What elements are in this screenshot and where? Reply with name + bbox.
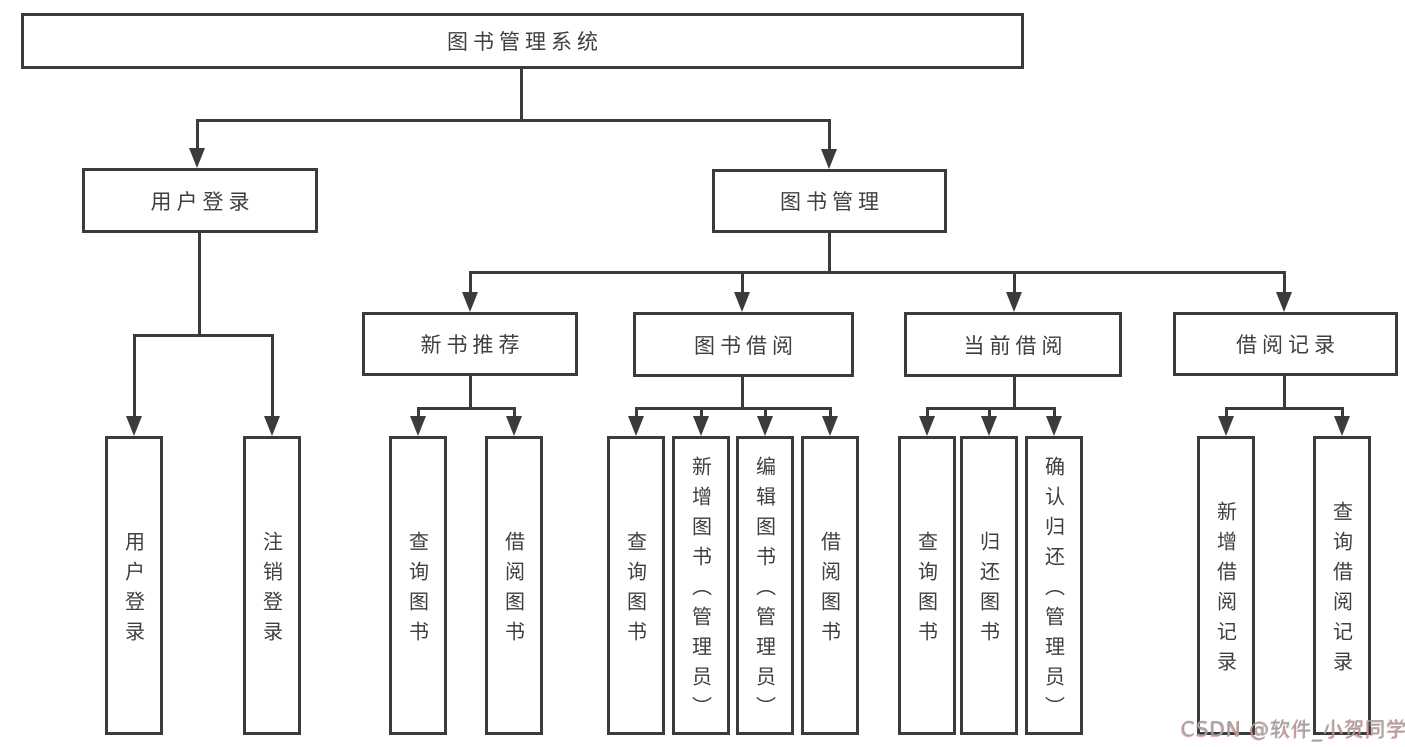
node-borrow-books: 借阅图书 <box>801 436 859 735</box>
node-user-login: 用户登录 <box>105 436 163 735</box>
connector-line <box>1013 271 1016 294</box>
arrow-down-icon <box>1046 416 1062 436</box>
node-book-management: 图书管理 <box>712 169 947 233</box>
arrow-down-icon <box>1334 416 1350 436</box>
node-query-books-borrowing: 查询图书 <box>607 436 665 735</box>
node-confirm-return-admin: 确认归还（管理员） <box>1025 436 1083 735</box>
arrow-down-icon <box>919 416 935 436</box>
connector-line <box>635 407 831 410</box>
node-label: 新增借阅记录 <box>1213 500 1238 681</box>
node-label: 图书管理 <box>780 190 884 214</box>
node-label: 查询借阅记录 <box>1329 500 1354 681</box>
node-add-books-admin: 新增图书（管理员） <box>672 436 730 735</box>
arrow-down-icon <box>734 292 750 312</box>
connector-line <box>1283 376 1286 408</box>
connector-line <box>1283 271 1286 294</box>
node-label: 归还图书 <box>976 530 1001 651</box>
connector-line <box>829 407 832 418</box>
node-label: 确认归还（管理员） <box>1041 455 1066 726</box>
connector-line <box>469 271 472 294</box>
node-current-borrowing: 当前借阅 <box>904 312 1122 377</box>
arrow-down-icon <box>1218 416 1234 436</box>
node-label: 新增图书（管理员） <box>688 455 713 726</box>
connector-line <box>1013 376 1016 408</box>
connector-line <box>926 407 929 418</box>
connector-line <box>988 407 991 418</box>
arrow-down-icon <box>506 416 522 436</box>
connector-line <box>764 407 767 418</box>
arrow-down-icon <box>410 416 426 436</box>
connector-line <box>635 407 638 418</box>
connector-line <box>133 334 273 337</box>
connector-line <box>520 69 523 120</box>
node-return-books: 归还图书 <box>960 436 1018 735</box>
node-add-borrow-record: 新增借阅记录 <box>1197 436 1255 735</box>
node-new-book-recommend: 新书推荐 <box>362 312 578 376</box>
connector-line <box>513 407 516 418</box>
connector-line <box>417 407 515 410</box>
arrow-down-icon <box>1276 292 1292 312</box>
connector-line <box>828 119 831 150</box>
node-label: 图书管理系统 <box>447 30 603 54</box>
connector-line <box>741 271 744 294</box>
arrow-down-icon <box>126 416 142 436</box>
arrow-down-icon <box>264 416 280 436</box>
connector-line <box>198 233 201 335</box>
node-label: 查询图书 <box>405 530 430 651</box>
node-label: 编辑图书（管理员） <box>752 455 777 726</box>
connector-line <box>828 233 831 272</box>
connector-line <box>197 119 831 122</box>
arrow-down-icon <box>981 416 997 436</box>
node-label: 借阅记录 <box>1236 333 1340 357</box>
node-label: 用户登录 <box>121 530 146 651</box>
connector-line <box>271 334 274 418</box>
arrow-down-icon <box>822 416 838 436</box>
connector-line <box>700 407 703 418</box>
arrow-down-icon <box>189 148 205 168</box>
connector-line <box>470 271 1284 274</box>
connector-line <box>741 376 744 408</box>
node-label: 用户登录 <box>150 189 255 214</box>
node-query-books-recommend: 查询图书 <box>389 436 447 735</box>
node-borrow-records: 借阅记录 <box>1173 312 1398 376</box>
connector-line <box>1225 407 1228 418</box>
connector-line <box>469 376 472 408</box>
node-library-management-system: 图书管理系统 <box>21 13 1024 69</box>
node-label: 注销登录 <box>259 530 284 651</box>
node-label: 查询图书 <box>623 530 648 651</box>
arrow-down-icon <box>462 292 478 312</box>
node-label: 当前借阅 <box>963 333 1068 358</box>
node-label: 借阅图书 <box>501 530 526 651</box>
node-label: 查询图书 <box>914 530 939 651</box>
node-edit-books-admin: 编辑图书（管理员） <box>736 436 794 735</box>
arrow-down-icon <box>628 416 644 436</box>
connector-line <box>1225 407 1343 410</box>
node-label: 新书推荐 <box>420 333 525 357</box>
connector-line <box>133 334 136 418</box>
connector-line <box>1053 407 1056 418</box>
arrow-down-icon <box>757 416 773 436</box>
node-borrow-books-recommend: 借阅图书 <box>485 436 543 735</box>
node-user-login-group: 用户登录 <box>82 168 318 233</box>
connector-line <box>196 119 199 150</box>
node-logout: 注销登录 <box>243 436 301 735</box>
csdn-watermark: CSDN @软件_小贺同学 <box>1181 717 1405 741</box>
connector-line <box>417 407 420 418</box>
node-book-borrowing: 图书借阅 <box>633 312 854 377</box>
node-query-borrow-record: 查询借阅记录 <box>1313 436 1371 735</box>
node-query-books-current: 查询图书 <box>898 436 956 735</box>
arrow-down-icon <box>693 416 709 436</box>
node-label: 图书借阅 <box>694 333 798 358</box>
arrow-down-icon <box>1006 292 1022 312</box>
node-label: 借阅图书 <box>817 530 842 651</box>
connector-line <box>1341 407 1344 418</box>
arrow-down-icon <box>821 149 837 169</box>
